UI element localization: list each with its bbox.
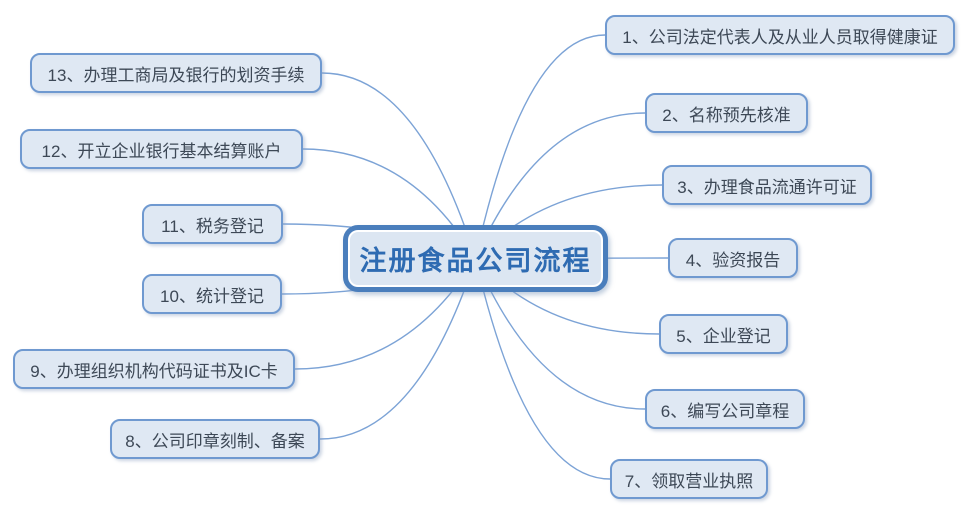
branch-node-10: 10、统计登记 bbox=[142, 274, 282, 314]
branch-node-5: 5、企业登记 bbox=[659, 314, 788, 354]
branch-node-12: 12、开立企业银行基本结算账户 bbox=[20, 129, 303, 169]
branch-node-4: 4、验资报告 bbox=[668, 238, 798, 278]
branch-node-6: 6、编写公司章程 bbox=[645, 389, 805, 429]
central-topic-node: 注册食品公司流程 bbox=[343, 225, 608, 292]
branch-node-1: 1、公司法定代表人及从业人员取得健康证 bbox=[605, 15, 955, 55]
branch-node-7: 7、领取营业执照 bbox=[610, 459, 768, 499]
branch-node-3: 3、办理食品流通许可证 bbox=[662, 165, 872, 205]
branch-node-2: 2、名称预先核准 bbox=[645, 93, 808, 133]
branch-node-9: 9、办理组织机构代码证书及IC卡 bbox=[13, 349, 295, 389]
branch-node-8: 8、公司印章刻制、备案 bbox=[110, 419, 320, 459]
branch-node-13: 13、办理工商局及银行的划资手续 bbox=[30, 53, 322, 93]
branch-node-11: 11、税务登记 bbox=[142, 204, 283, 244]
